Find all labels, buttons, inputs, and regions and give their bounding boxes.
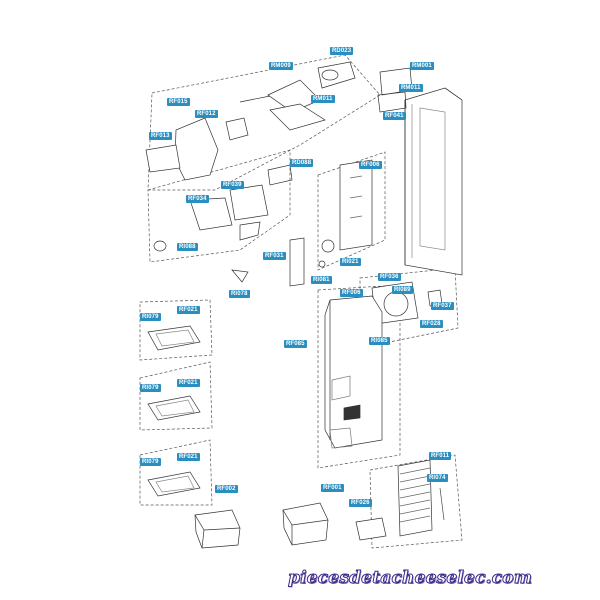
group-outline-duct bbox=[317, 151, 386, 271]
label-RF085: RF085 bbox=[284, 340, 307, 348]
label-RF021-2: RF021 bbox=[177, 379, 200, 387]
shelf-drawing-2 bbox=[147, 395, 201, 421]
label-RI089: RI089 bbox=[392, 286, 413, 294]
label-RF028: RF028 bbox=[420, 320, 443, 328]
shelf-drawing-3 bbox=[147, 471, 201, 497]
label-RI078: RI078 bbox=[229, 290, 250, 298]
label-RM001: RM001 bbox=[410, 62, 434, 70]
duct-drawing bbox=[289, 159, 373, 287]
rear-panel-drawing bbox=[324, 295, 383, 449]
label-RF021-1: RF021 bbox=[177, 306, 200, 314]
label-RF011: RF011 bbox=[429, 452, 452, 460]
label-RI088: RI088 bbox=[177, 243, 198, 251]
group-outline-rear-panel bbox=[317, 284, 401, 469]
label-RI079-2: RI079 bbox=[140, 384, 161, 392]
label-RF015: RF015 bbox=[167, 98, 190, 106]
label-RF006-top: RF006 bbox=[359, 161, 382, 169]
label-RI021: RI021 bbox=[340, 258, 361, 266]
dispenser-drawing bbox=[153, 164, 293, 283]
label-RD088: RD088 bbox=[290, 159, 314, 167]
label-RM011-center: RM011 bbox=[311, 95, 335, 103]
label-RI074: RI074 bbox=[427, 474, 448, 482]
label-RF012: RF012 bbox=[195, 110, 218, 118]
label-RI085: RI085 bbox=[369, 337, 390, 345]
shelf-drawing-1 bbox=[147, 325, 201, 351]
label-RF001: RF001 bbox=[321, 484, 344, 492]
label-RM011-right: RM011 bbox=[399, 84, 423, 92]
watermark-text: piecesdetacheeselec.com bbox=[288, 568, 533, 589]
group-outline-dispenser bbox=[147, 149, 291, 263]
label-RF002: RF002 bbox=[215, 485, 238, 493]
label-RF006-mid: RF006 bbox=[340, 289, 363, 297]
label-RF041: RF041 bbox=[383, 112, 406, 120]
label-RM009: RM009 bbox=[269, 62, 293, 70]
group-outline-shelf-1 bbox=[139, 299, 213, 361]
label-RF031: RF031 bbox=[263, 252, 286, 260]
label-RI079-3: RI079 bbox=[140, 458, 161, 466]
label-RF036: RF036 bbox=[378, 273, 401, 281]
group-outline-shelf-2 bbox=[139, 361, 213, 431]
label-RF034: RF034 bbox=[186, 195, 209, 203]
label-RI079-1: RI079 bbox=[140, 313, 161, 321]
label-RI081: RI081 bbox=[311, 276, 332, 284]
ice-maker-drawing bbox=[145, 61, 413, 181]
drawer-drawing-RF002 bbox=[194, 509, 241, 549]
label-RF026: RF026 bbox=[349, 499, 372, 507]
label-RF037: RF037 bbox=[431, 302, 454, 310]
label-RF013: RF013 bbox=[149, 132, 172, 140]
label-RF039: RF039 bbox=[221, 181, 244, 189]
label-RF021-3: RF021 bbox=[177, 453, 200, 461]
cabinet-drawing bbox=[404, 87, 463, 276]
group-outline-shelf-3 bbox=[139, 439, 213, 506]
group-outline-fan bbox=[359, 267, 459, 349]
drawer-drawing-RF001 bbox=[282, 502, 329, 546]
label-RD023: RD023 bbox=[330, 47, 354, 55]
evaporator-drawing bbox=[355, 459, 445, 541]
